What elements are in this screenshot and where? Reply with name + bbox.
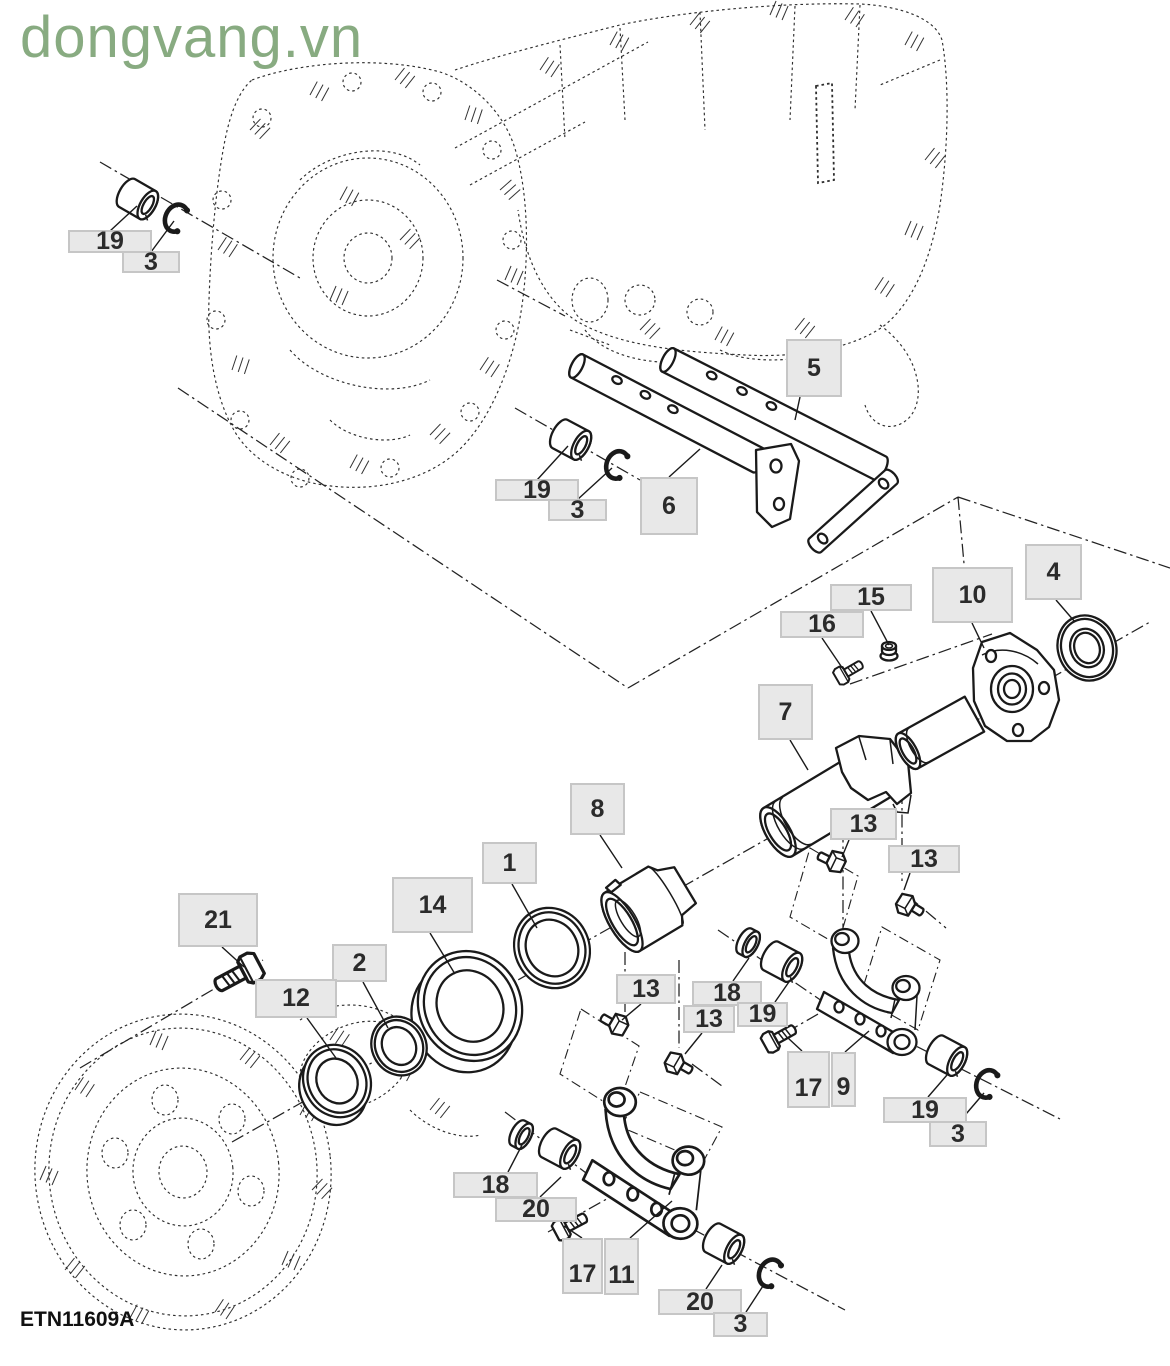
part-callout-11[interactable]: 11 <box>604 1238 639 1295</box>
part-callout-13[interactable]: 13 <box>888 845 960 873</box>
part-callout-5[interactable]: 5 <box>786 339 842 397</box>
part-callout-10[interactable]: 10 <box>932 567 1013 623</box>
part-callout-3[interactable]: 3 <box>548 497 607 522</box>
part-callout-13[interactable]: 13 <box>830 808 897 840</box>
part-callout-3[interactable]: 3 <box>122 249 180 274</box>
part-callout-17[interactable]: 17 <box>562 1238 603 1294</box>
part-callout-21[interactable]: 21 <box>178 893 258 947</box>
part-callout-20[interactable]: 20 <box>658 1289 742 1315</box>
figure-code: ETN11609A <box>20 1308 135 1331</box>
part-callout-6[interactable]: 6 <box>640 477 698 535</box>
leader-lines <box>109 205 1076 1313</box>
part-callout-18[interactable]: 18 <box>692 981 762 1006</box>
part-callout-3[interactable]: 3 <box>713 1312 768 1337</box>
part-6-shift-rod <box>568 353 801 529</box>
part-11-support-bracket <box>578 1084 710 1242</box>
part-callout-13[interactable]: 13 <box>616 974 676 1004</box>
housing-ghost <box>206 0 949 488</box>
part-callout-9[interactable]: 9 <box>831 1052 856 1107</box>
part-callout-16[interactable]: 16 <box>780 611 864 638</box>
part-callout-19[interactable]: 19 <box>883 1097 967 1123</box>
part-10-flanged-bearing-quill <box>894 631 1061 771</box>
part-callout-19[interactable]: 19 <box>737 1002 788 1027</box>
part-12-oil-seal <box>298 1043 373 1127</box>
part-callout-20[interactable]: 20 <box>495 1197 577 1222</box>
housing-hatching <box>214 0 949 479</box>
part-callout-14[interactable]: 14 <box>392 877 473 933</box>
part-5-shift-rod <box>659 347 900 554</box>
part-callout-13[interactable]: 13 <box>683 1005 735 1033</box>
part-8-coupler <box>600 865 698 953</box>
part-callout-2[interactable]: 2 <box>332 944 387 982</box>
part-callout-12[interactable]: 12 <box>255 979 337 1018</box>
part-9-support-bracket <box>815 927 921 1057</box>
part-2-ring <box>370 1015 428 1077</box>
part-4-ball-bearing <box>1056 614 1118 682</box>
part-callout-1[interactable]: 1 <box>482 842 537 884</box>
part-callout-15[interactable]: 15 <box>830 584 912 611</box>
part-14-collar-ring <box>410 949 524 1074</box>
part-7-drive-shaft-tube <box>759 734 913 858</box>
part-callout-17[interactable]: 17 <box>787 1051 830 1108</box>
part-callout-3[interactable]: 3 <box>929 1121 987 1147</box>
part-callout-7[interactable]: 7 <box>758 684 813 740</box>
part-callout-19[interactable]: 19 <box>495 477 579 502</box>
part-callout-19[interactable]: 19 <box>68 229 152 254</box>
part-callout-8[interactable]: 8 <box>570 783 625 835</box>
part-1-seal-ring <box>512 906 592 990</box>
part-callout-4[interactable]: 4 <box>1025 544 1082 600</box>
watermark: dongvang.vn <box>20 5 364 70</box>
part-15-lock-nut <box>879 640 899 662</box>
